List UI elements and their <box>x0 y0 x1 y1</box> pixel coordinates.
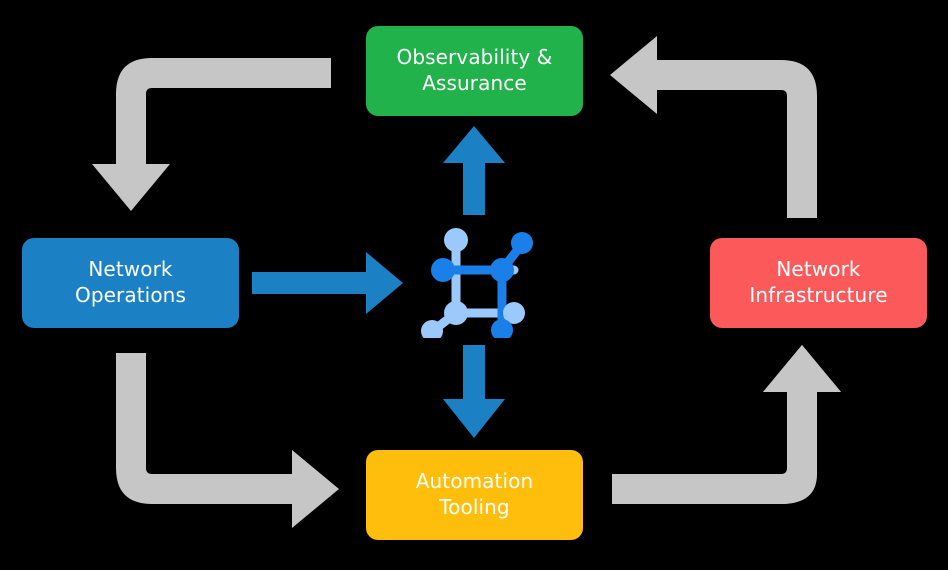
node-network-infrastructure-label: Network Infrastructure <box>749 257 888 307</box>
node-automation-tooling-label: Automation Tooling <box>415 469 534 519</box>
node-network-operations[interactable]: Network Operations <box>22 238 239 328</box>
arrow-center-to-observability <box>443 126 505 215</box>
node-automation-tooling[interactable]: Automation Tooling <box>366 450 583 540</box>
network-topology-icon <box>421 228 533 338</box>
arrow-center-to-automation <box>443 345 505 438</box>
node-network-operations-label: Network Operations <box>75 257 186 307</box>
arrow-operations-to-center <box>252 252 403 314</box>
arrow-operations-to-automation <box>116 353 339 528</box>
node-network-infrastructure[interactable]: Network Infrastructure <box>710 238 927 328</box>
node-observability-assurance[interactable]: Observability & Assurance <box>366 26 583 116</box>
arrow-infrastructure-to-observability <box>610 36 817 218</box>
node-observability-label: Observability & Assurance <box>396 45 553 95</box>
arrow-automation-to-infrastructure-elbow <box>612 345 841 504</box>
arrow-observability-to-operations <box>92 58 331 211</box>
